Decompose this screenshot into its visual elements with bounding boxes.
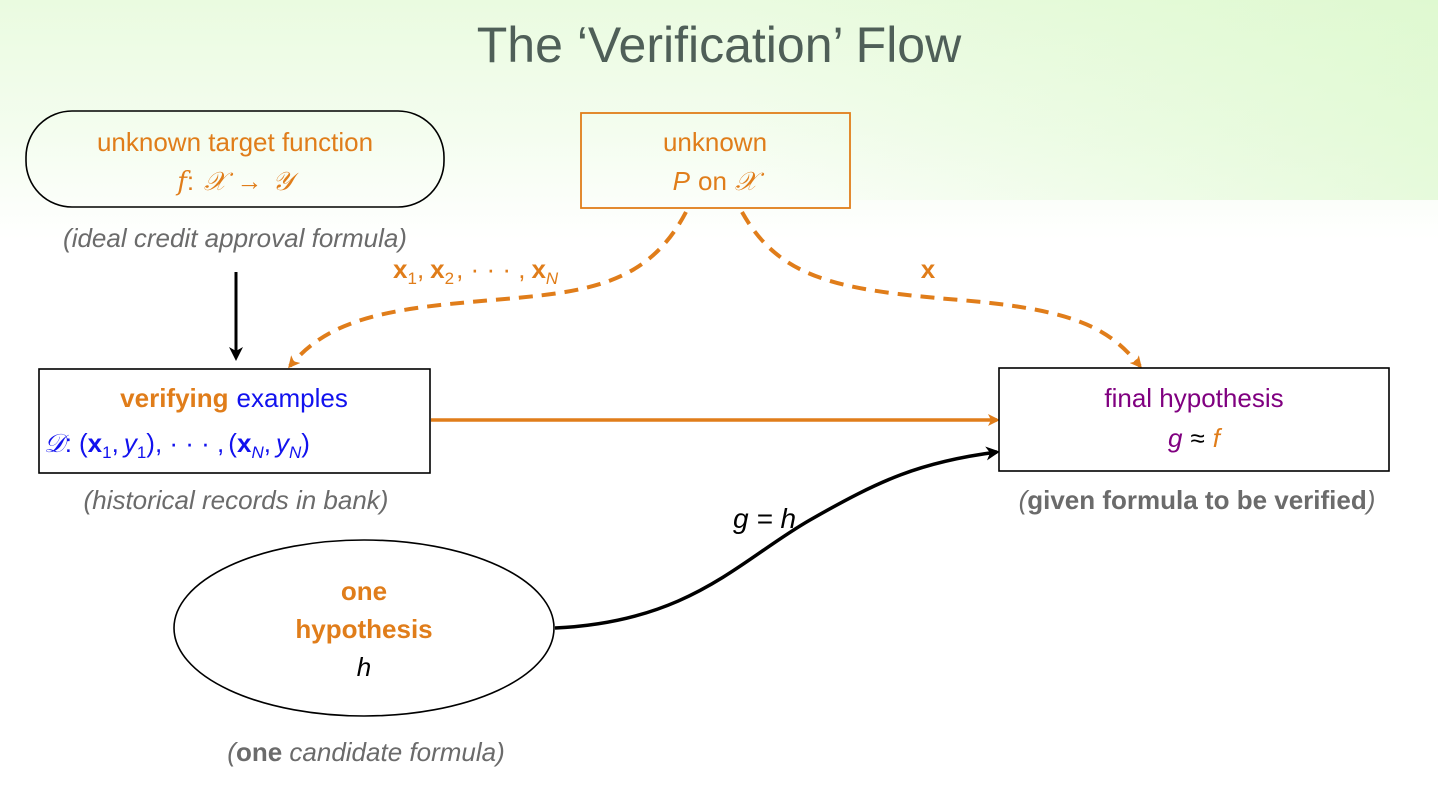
hypothesis-ellipse	[173, 539, 555, 717]
g-equals-h-label: g = h	[733, 503, 796, 534]
examples-box	[38, 368, 431, 474]
sample-inputs-label: x1,x2, · · · ,xN	[393, 254, 559, 288]
hypothesis-symbol: h	[357, 652, 371, 682]
hypothesis-to-final-arrow	[554, 446, 1000, 630]
hypothesis-caption: (one candidate formula)	[227, 737, 504, 767]
hypothesis-label-hypothesis: hypothesis	[295, 614, 432, 644]
hypothesis-node: one hypothesis h	[173, 539, 555, 717]
final-hypothesis-label: final hypothesis	[1104, 383, 1283, 413]
target-function-box	[25, 110, 445, 208]
final-hypothesis-formula: g≈f	[1168, 423, 1223, 453]
single-input-label: x	[921, 254, 936, 284]
target-function-caption: (ideal credit approval formula)	[63, 223, 407, 253]
final-hypothesis-node: final hypothesis g≈f	[998, 367, 1390, 472]
header-gradient-accent	[738, 0, 1438, 200]
hypothesis-label-one: one	[341, 576, 387, 606]
target-function-node: unknown target function f:𝒳→𝒴	[25, 110, 445, 208]
sample-to-examples-dashed-arrow	[288, 211, 688, 369]
examples-formula: 𝒟:(x1,y1), · · · ,(xN,yN)	[44, 428, 310, 462]
distribution-label: unknown	[663, 127, 767, 157]
final-hypothesis-box	[998, 367, 1390, 472]
sample-to-final-dashed-arrow	[740, 211, 1142, 369]
distribution-box	[580, 112, 851, 209]
target-function-formula: f:𝒳→𝒴	[175, 166, 299, 197]
page-title: The ‘Verification’ Flow	[477, 17, 962, 73]
examples-caption: (historical records in bank)	[84, 485, 389, 515]
final-hypothesis-caption: (given formula to be verified)	[1019, 485, 1376, 515]
target-function-label: unknown target function	[97, 127, 373, 157]
